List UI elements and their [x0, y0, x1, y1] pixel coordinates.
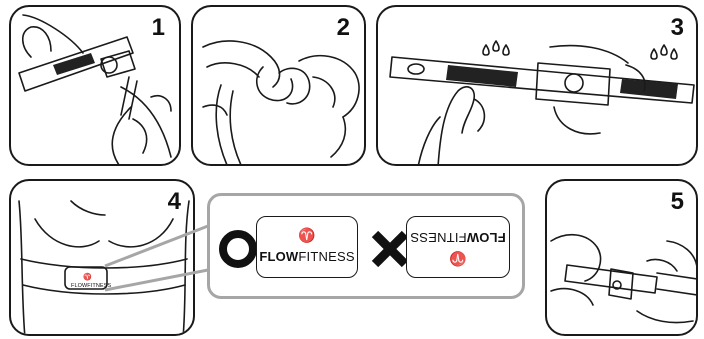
step-4-panel: 4 FLOWFITNESS ♈: [9, 179, 195, 336]
step-5-panel: 5: [545, 179, 698, 336]
cross-icon: [371, 230, 409, 268]
step-2-illustration: [202, 40, 360, 164]
sensor-logo-icon: ♈: [83, 274, 92, 281]
step-1-panel: 1: [9, 5, 181, 166]
step-number: 2: [336, 14, 350, 41]
step-number: 1: [151, 14, 165, 41]
sensor-brand-label: FLOWFITNESS: [71, 283, 112, 289]
step-1-illustration: [18, 14, 172, 164]
orientation-callout: ♈ FLOWFITNESS ♈ FLOWFITNESS: [207, 193, 525, 299]
step-number: 3: [670, 14, 684, 41]
electrode-pad-right: [620, 79, 678, 99]
step-3-panel: 3: [376, 5, 698, 166]
step-number: 5: [670, 188, 684, 215]
water-drops-right: [650, 44, 678, 60]
step-5-illustration: [550, 234, 696, 324]
circle-icon: [219, 230, 257, 268]
step-4-illustration: [18, 200, 190, 334]
step-3-illustration: [389, 40, 695, 164]
flow-fitness-logo-icon: ♈: [449, 251, 467, 267]
step-number: 4: [167, 188, 181, 215]
electrode-pad-left: [446, 65, 518, 87]
sensor-correct: ♈ FLOWFITNESS: [256, 216, 358, 278]
brand-name: FLOWFITNESS: [259, 249, 355, 264]
electrode-pad: [53, 53, 95, 75]
brand-name: FLOWFITNESS: [410, 230, 506, 245]
water-drops-left: [482, 40, 510, 56]
sensor-upside-down: ♈ FLOWFITNESS: [406, 216, 510, 278]
step-2-panel: 2: [191, 5, 366, 166]
flow-fitness-logo-icon: ♈: [298, 227, 316, 243]
